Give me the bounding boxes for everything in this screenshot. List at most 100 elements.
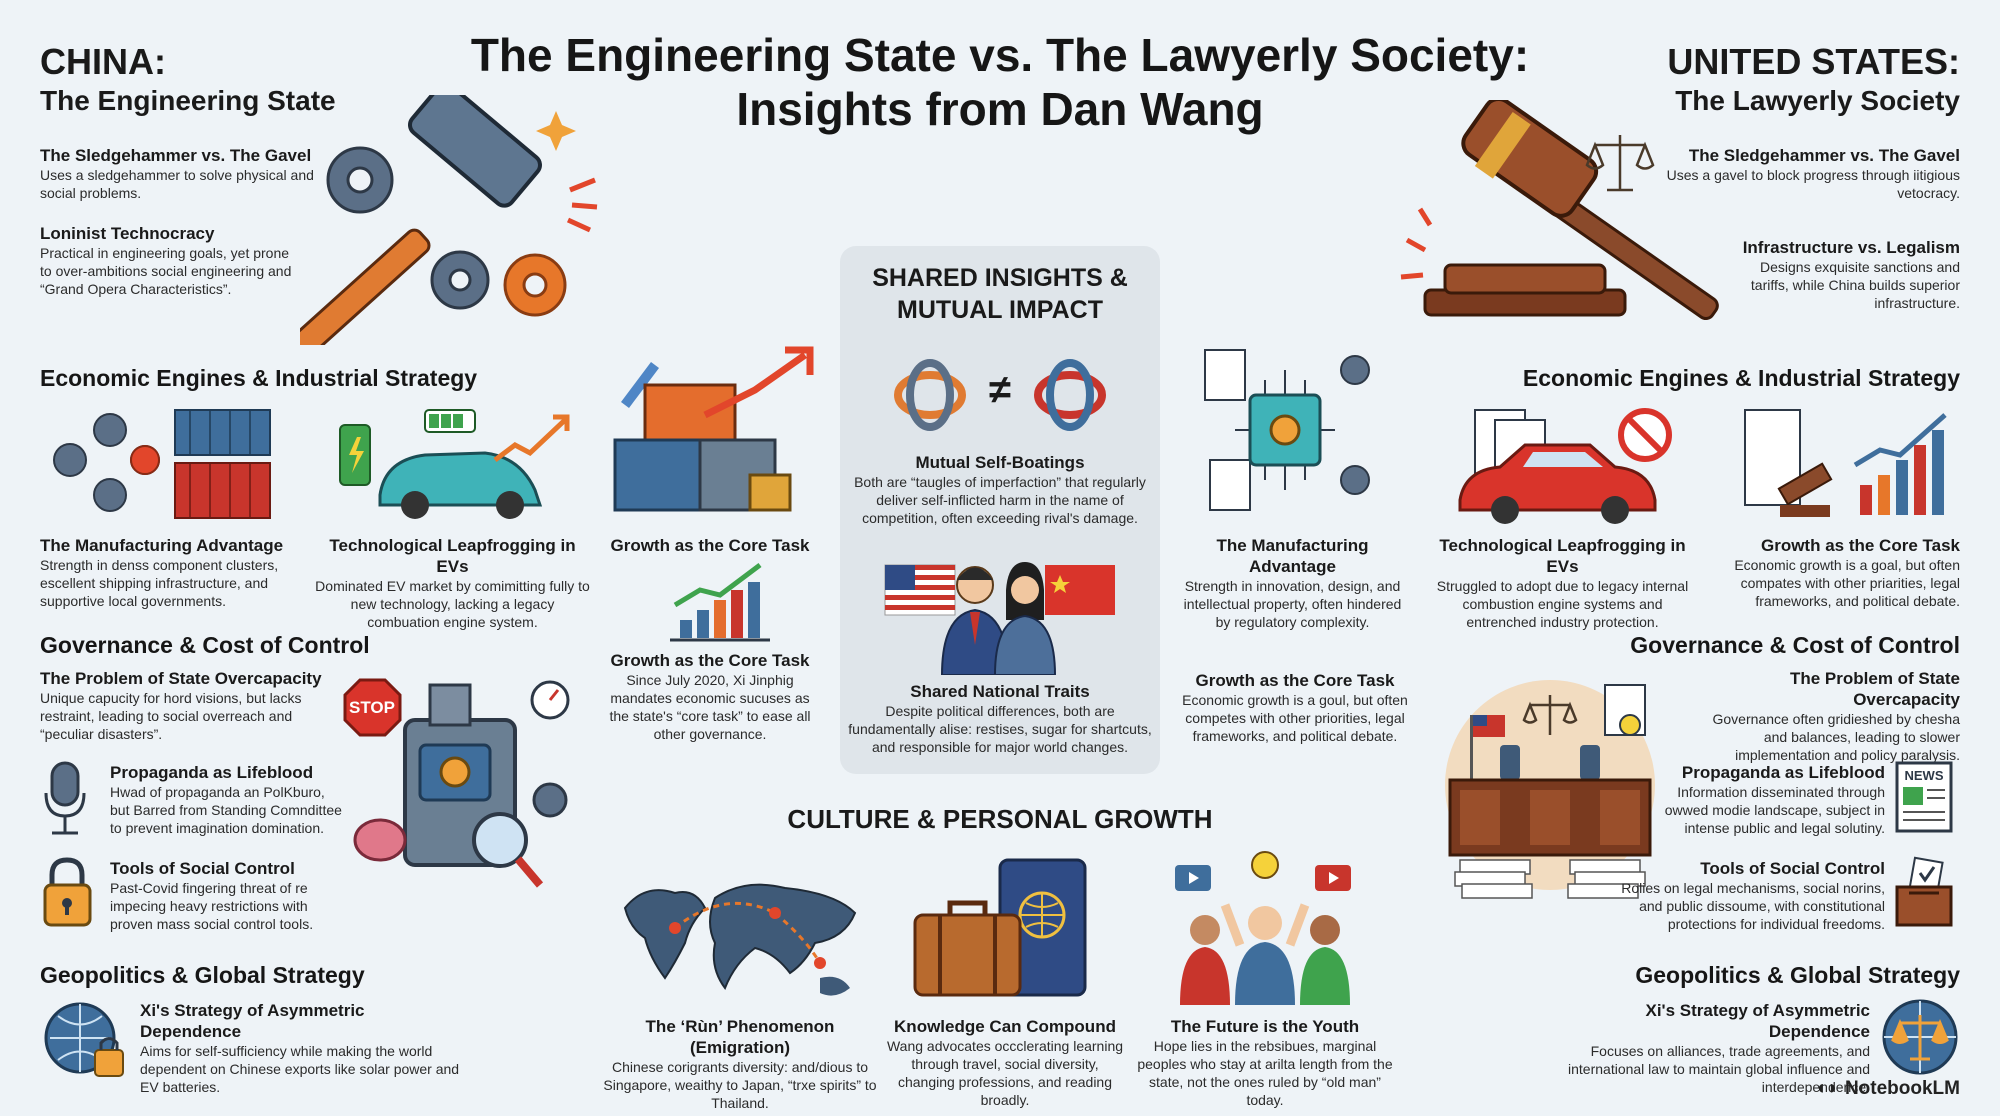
- main-title-line-2: Insights from Dan Wang: [736, 83, 1264, 135]
- us-econ-heading: Economic Engines & Industrial Strategy: [1522, 365, 1960, 391]
- stop-sign-label: STOP: [349, 698, 395, 717]
- us-propaganda-block: Propaganda as Lifeblood Information diss…: [1650, 762, 1885, 837]
- us-sledge-title: The Sledgehammer vs. The Gavel: [1688, 146, 1960, 165]
- shared-traits-title: Shared National Traits: [910, 682, 1090, 701]
- notebooklm-brand-label: NotebookLM: [1844, 1077, 1960, 1099]
- china-manufacturing-block: The Manufacturing Advantage Strength in …: [40, 535, 310, 610]
- china-technocracy-body: Practical in engineering goals, yet pron…: [40, 245, 292, 297]
- courtroom-icon: [1430, 675, 1670, 915]
- locked-globe-icon: [40, 998, 130, 1083]
- culture-run-body: Chinese corigrants diversity: and/dious …: [603, 1059, 877, 1111]
- china-overcapacity-body: Unique capucity for hord visions, but la…: [40, 690, 302, 742]
- notebooklm-brand: ◖◗ NotebookLM: [1815, 1077, 1960, 1100]
- china-growth-core2-title: Growth as the Core Task: [610, 651, 810, 670]
- china-manufacturing-body: Strength in denss component clusters, es…: [40, 557, 279, 609]
- culture-knowledge-block: Knowledge Can Compound Wang advocates oc…: [885, 1016, 1125, 1109]
- us-growth-core-body: Economic growth is a goal, but often com…: [1734, 557, 1960, 609]
- us-growth-mid-body: Economic growth is a goul, but often com…: [1182, 692, 1408, 744]
- us-sledge-block: The Sledgehammer vs. The Gavel Uses a ga…: [1660, 145, 1960, 202]
- us-heading-subtitle: The Lawyerly Society: [1675, 85, 1960, 116]
- microphone-icon: [40, 758, 90, 838]
- china-ev-icon: [335, 405, 575, 525]
- us-social-control-body: Rolies on legal mechanisms, social norin…: [1621, 880, 1885, 932]
- shared-mutual-body: Both are “taugles of imperfaction” that …: [854, 474, 1146, 526]
- china-asymmetric-block: Xi's Strategy of Asymmetric Dependence A…: [140, 1000, 460, 1096]
- china-overcapacity-title: The Problem of State Overcapacity: [40, 669, 322, 688]
- china-asymmetric-body: Aims for self-sufficiency while making t…: [140, 1043, 460, 1095]
- china-social-control-body: Past-Covid fingering threat of re impeci…: [110, 880, 314, 932]
- china-econ-heading: Economic Engines & Industrial Strategy: [40, 365, 478, 391]
- shared-mutual-block: Mutual Self-Boatings Both are “taugles o…: [845, 452, 1155, 527]
- shipping-containers-icon: [605, 345, 815, 520]
- us-asymmetric-block: Xi's Strategy of Asymmetric Dependence F…: [1550, 1000, 1870, 1096]
- us-gov-heading: Governance & Cost of Control: [1630, 632, 1960, 658]
- sledgehammer-icon: [300, 95, 600, 345]
- us-infra-block: Infrastructure vs. Legalism Designs exqu…: [1720, 237, 1960, 312]
- china-sledge-title: The Sledgehammer vs. The Gavel: [40, 146, 312, 165]
- shared-insights-heading: SHARED INSIGHTS & MUTUAL IMPACT: [872, 264, 1128, 324]
- china-heading: CHINA: The Engineering State: [40, 40, 336, 118]
- us-heading-country: UNITED STATES:: [1667, 41, 1960, 82]
- china-propaganda-body: Hwad of propaganda an PolKburo, but Barr…: [110, 784, 342, 836]
- china-evs-body: Dominated EV market by comimitting fully…: [315, 578, 590, 630]
- china-technocracy-title: Loninist Technocracy: [40, 224, 215, 243]
- us-propaganda-body: Information disseminated through owwed m…: [1664, 784, 1885, 836]
- china-manufacturing-title: The Manufacturing Advantage: [40, 536, 284, 555]
- china-heading-country: CHINA:: [40, 41, 166, 82]
- growth-chart-icon: [665, 560, 775, 645]
- us-growth-mid-block: Growth as the Core Task Economic growth …: [1180, 670, 1410, 745]
- china-asymmetric-title: Xi's Strategy of Asymmetric Dependence: [140, 1001, 365, 1041]
- control-machine-icon: STOP: [340, 665, 580, 910]
- us-growth-core-block: Growth as the Core Task Economic growth …: [1715, 535, 1960, 610]
- us-overcapacity-body: Governance often gridieshed by chesha an…: [1712, 711, 1961, 763]
- us-evs-title: Technological Leapfrogging in EVs: [1439, 536, 1686, 576]
- china-propaganda-block: Propaganda as Lifeblood Hwad of propagan…: [110, 762, 345, 837]
- us-manufacturing-title: The Manufacturing Advantage: [1216, 536, 1369, 576]
- two-leaders-icon: [880, 550, 1120, 675]
- notebooklm-logo-icon: ◖◗: [1814, 1077, 1839, 1099]
- china-sledge-block: The Sledgehammer vs. The Gavel Uses a sl…: [40, 145, 320, 202]
- us-asymmetric-body: Focuses on alliances, trade agreements, …: [1568, 1043, 1870, 1095]
- news-label: NEWS: [1905, 768, 1944, 783]
- shared-insights-card: [840, 246, 1160, 774]
- legacy-car-icon: [1455, 405, 1685, 525]
- us-overcapacity-block: The Problem of State Overcapacity Govern…: [1690, 668, 1961, 764]
- chip-circuit-icon: [1195, 340, 1375, 520]
- us-manufacturing-body: Strength in innovation, design, and inte…: [1183, 578, 1402, 630]
- china-sledge-body: Uses a sledgehammer to solve physical an…: [40, 167, 314, 201]
- us-growth-core-title: Growth as the Core Task: [1760, 536, 1960, 555]
- china-social-control-title: Tools of Social Control: [110, 859, 295, 878]
- culture-run-title: The ‘Rùn’ Phenomenon (Emigration): [645, 1017, 835, 1057]
- shared-mutual-title: Mutual Self-Boatings: [915, 453, 1085, 472]
- not-equal-symbol: ≠: [989, 368, 1011, 412]
- shared-traits-body: Despite political differences, both are …: [848, 703, 1152, 755]
- china-geo-heading: Geopolitics & Global Strategy: [40, 962, 365, 988]
- us-growth-mid-title: Growth as the Core Task: [1195, 671, 1395, 690]
- main-title-line-1: The Engineering State vs. The Lawyerly S…: [470, 29, 1530, 81]
- culture-youth-block: The Future is the Youth Hope lies in the…: [1130, 1016, 1400, 1109]
- china-growth-core2-body: Since July 2020, Xi Jinphig mandates eco…: [609, 672, 811, 742]
- china-factory-icon: [40, 405, 280, 525]
- china-technocracy-block: Loninist Technocracy Practical in engine…: [40, 223, 300, 298]
- gavel-icon: [1395, 100, 1745, 345]
- us-overcapacity-title: The Problem of State Overcapacity: [1789, 669, 1960, 709]
- culture-knowledge-title: Knowledge Can Compound: [894, 1017, 1116, 1036]
- china-heading-subtitle: The Engineering State: [40, 85, 336, 116]
- suitcase-passport-icon: [910, 855, 1100, 1005]
- newspaper-icon: NEWS: [1894, 760, 1954, 835]
- us-infra-title: Infrastructure vs. Legalism: [1742, 238, 1960, 257]
- us-heading: UNITED STATES: The Lawyerly Society: [1667, 40, 1960, 118]
- china-overcapacity-block: The Problem of State Overcapacity Unique…: [40, 668, 340, 743]
- china-growth-core2-block: Growth as the Core Task Since July 2020,…: [605, 650, 815, 743]
- us-evs-body: Struggled to adopt due to legacy interna…: [1436, 578, 1689, 630]
- tangled-knots-icon: [885, 350, 1115, 440]
- culture-heading: CULTURE & PERSONAL GROWTH: [787, 804, 1213, 834]
- us-asymmetric-title: Xi's Strategy of Asymmetric Dependence: [1645, 1001, 1871, 1041]
- china-evs-title: Technological Leapfrogging in EVs: [329, 536, 576, 576]
- main-title: The Engineering State vs. The Lawyerly S…: [440, 28, 1560, 136]
- world-map-icon: [615, 868, 865, 1008]
- us-evs-block: Technological Leapfrogging in EVs Strugg…: [1430, 535, 1695, 631]
- china-growth-core-title-block: Growth as the Core Task: [605, 535, 815, 556]
- us-propaganda-title: Propaganda as Lifeblood: [1681, 763, 1885, 782]
- youth-crowd-icon: [1165, 845, 1365, 1005]
